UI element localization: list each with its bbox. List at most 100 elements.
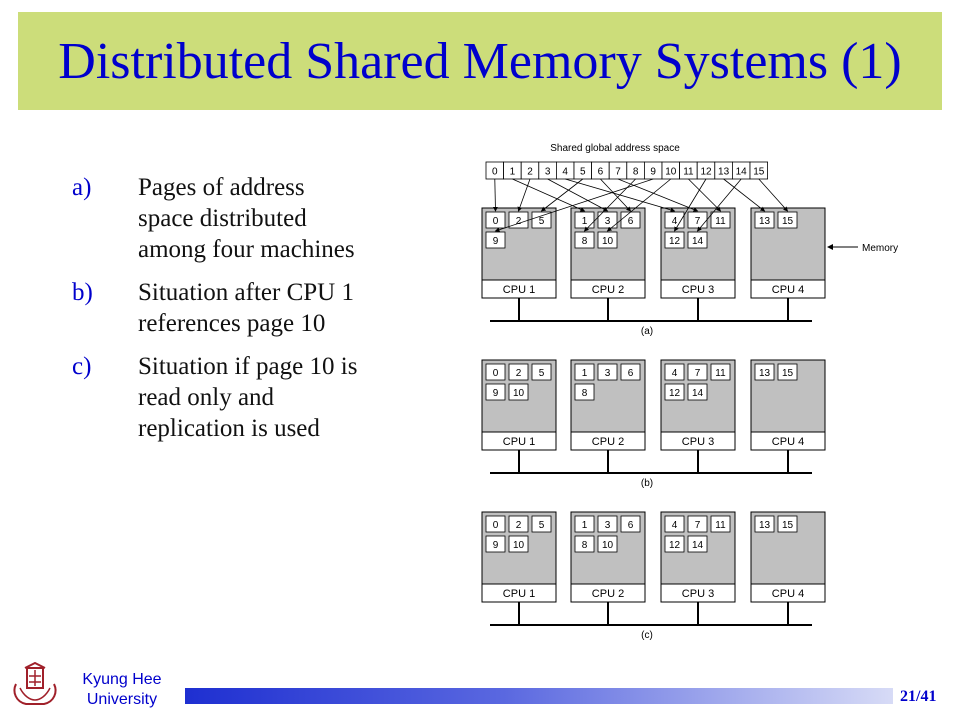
address-page-label: 13 <box>718 167 730 178</box>
address-page-label: 7 <box>615 167 621 178</box>
memory-page-label: 4 <box>672 520 678 531</box>
address-page-label: 0 <box>492 167 498 178</box>
memory-page-label: 11 <box>715 216 726 227</box>
page-mapping-arrow <box>723 178 766 212</box>
address-page-label: 1 <box>510 167 516 178</box>
memory-page-label: 14 <box>692 540 704 551</box>
memory-page-cell <box>508 535 529 553</box>
page-mapping-arrow <box>688 178 722 212</box>
memory-page-label: 0 <box>493 520 499 531</box>
page-mapping-arrow <box>512 178 586 212</box>
memory-page-cell <box>687 383 708 401</box>
bullet-text: Situation after CPU 1 references page 10 <box>138 279 354 337</box>
memory-page-label: 14 <box>692 236 704 247</box>
memory-page-cell <box>485 515 506 533</box>
address-page-label: 14 <box>736 167 748 178</box>
cpu-label: CPU 1 <box>503 436 535 448</box>
memory-page-label: 3 <box>605 216 611 227</box>
address-page-label: 10 <box>665 167 677 178</box>
memory-page-cell <box>508 363 529 381</box>
cpu-label: CPU 1 <box>503 588 535 600</box>
university-line1: Kyung Hee <box>82 671 162 688</box>
memory-page-cell <box>754 211 775 229</box>
cpu-label: CPU 2 <box>592 436 624 448</box>
page-mapping-arrow <box>600 178 632 212</box>
page-number: 21/41 <box>900 688 937 705</box>
memory-page-cell <box>574 383 595 401</box>
page-mapping-arrow <box>547 178 609 212</box>
address-page-label: 2 <box>527 167 533 178</box>
memory-page-cell <box>531 515 552 533</box>
bullet-item-a: a) Pages of address space distributed am… <box>72 172 372 265</box>
memory-page-cell <box>777 363 798 381</box>
memory-page-label: 3 <box>605 520 611 531</box>
memory-page-label: 0 <box>493 368 499 379</box>
page-mapping-arrow <box>696 178 742 232</box>
memory-page-label: 2 <box>516 216 522 227</box>
memory-page-label: 7 <box>695 520 701 531</box>
memory-page-label: 9 <box>493 540 499 551</box>
footer-bar <box>185 688 893 704</box>
memory-page-cell <box>597 515 618 533</box>
memory-page-label: 13 <box>759 216 771 227</box>
memory-page-label: 10 <box>602 236 614 247</box>
memory-page-cell <box>777 515 798 533</box>
page-mapping-arrow <box>494 178 654 233</box>
bullet-marker: c) <box>72 353 92 380</box>
memory-page-cell <box>597 231 618 249</box>
memory-page-cell <box>664 383 685 401</box>
slide-title: Distributed Shared Memory Systems (1) <box>58 32 902 90</box>
university-line2: University <box>86 691 158 708</box>
cpu-label: CPU 2 <box>592 284 624 296</box>
panel-caption: (a) <box>641 326 653 337</box>
memory-page-label: 1 <box>582 216 588 227</box>
address-page-label: 5 <box>580 167 586 178</box>
memory-page-label: 14 <box>692 388 704 399</box>
memory-page-label: 13 <box>759 368 771 379</box>
page-mapping-arrow <box>517 178 531 212</box>
panel-caption: (b) <box>641 478 653 489</box>
bullet-marker: a) <box>72 174 92 201</box>
memory-page-label: 8 <box>582 540 588 551</box>
memory-page-cell <box>574 535 595 553</box>
memory-page-label: 15 <box>782 368 794 379</box>
memory-page-cell <box>485 383 506 401</box>
memory-page-label: 7 <box>695 368 701 379</box>
memory-page-cell <box>508 515 529 533</box>
memory-page-cell <box>531 211 552 229</box>
address-page-label: 11 <box>683 167 694 178</box>
memory-page-label: 6 <box>628 368 634 379</box>
memory-page-label: 9 <box>493 236 499 247</box>
memory-page-label: 12 <box>669 236 681 247</box>
page-mapping-arrow <box>674 178 707 232</box>
memory-page-cell <box>687 363 708 381</box>
memory-page-cell <box>664 363 685 381</box>
page-mapping-arrow <box>540 178 584 212</box>
memory-page-cell <box>664 231 685 249</box>
memory-page-cell <box>620 363 641 381</box>
bullet-marker: b) <box>72 279 93 306</box>
memory-page-cell <box>687 515 708 533</box>
memory-page-label: 1 <box>582 368 588 379</box>
memory-page-cell <box>485 363 506 381</box>
memory-page-label: 1 <box>582 520 588 531</box>
memory-page-cell <box>574 515 595 533</box>
memory-page-cell <box>777 211 798 229</box>
page-mapping-arrow <box>758 178 789 212</box>
title-bar: Distributed Shared Memory Systems (1) <box>18 12 942 110</box>
memory-page-label: 4 <box>672 368 678 379</box>
memory-page-label: 10 <box>513 540 525 551</box>
address-page-label: 12 <box>700 167 712 178</box>
memory-page-cell <box>597 535 618 553</box>
memory-page-label: 5 <box>539 368 545 379</box>
kyung-hee-crest-icon <box>10 661 60 713</box>
cpu-label: CPU 1 <box>503 284 535 296</box>
memory-page-label: 0 <box>493 216 499 227</box>
memory-page-cell <box>710 363 731 381</box>
memory-page-label: 3 <box>605 368 611 379</box>
panel-caption: (c) <box>641 630 653 641</box>
page-mapping-arrow <box>606 178 672 232</box>
memory-page-label: 7 <box>695 216 701 227</box>
bullet-list: a) Pages of address space distributed am… <box>72 172 372 456</box>
